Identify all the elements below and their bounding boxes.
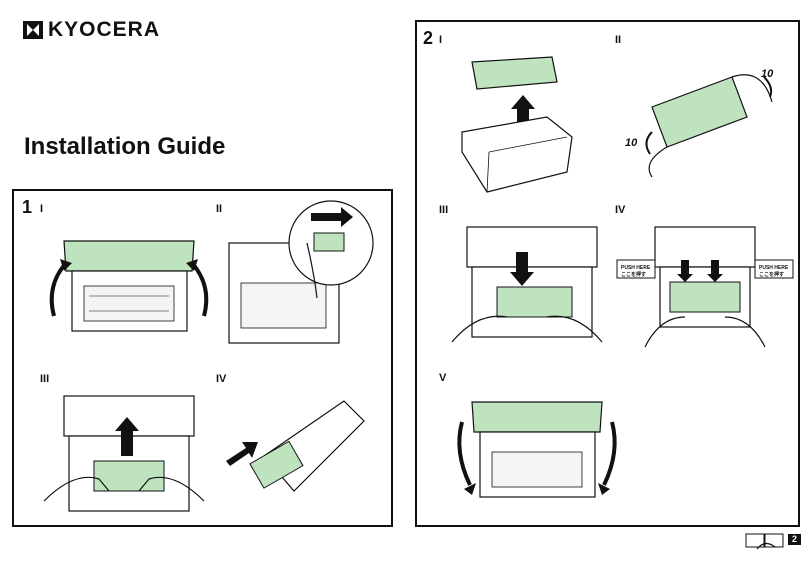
- remove-waste-toner-illustration: [43, 395, 205, 512]
- close-cover-illustration: [457, 401, 617, 498]
- step1-sub-1: I: [40, 203, 44, 215]
- toner-unbox-illustration: [461, 56, 573, 193]
- step2-sub-4: IV: [615, 204, 626, 216]
- brand-name: KYOCERA: [48, 18, 161, 41]
- step2-sub-3: III: [439, 204, 449, 216]
- step2-sub-2: II: [615, 34, 622, 46]
- toner-bag-illustration: [226, 400, 365, 492]
- printer-open-cover-illustration: [49, 240, 209, 332]
- page-title: Installation Guide: [24, 133, 226, 160]
- step1-sub-4: IV: [216, 373, 227, 385]
- page-number: 2: [788, 534, 801, 545]
- insert-toner-illustration: [451, 226, 603, 343]
- kyocera-mark-icon: [23, 21, 43, 39]
- page-turn-icon: [745, 533, 784, 550]
- push-here-illustration: [616, 226, 794, 348]
- step1-sub-3: III: [40, 373, 50, 385]
- push-here-right: PUSH HERE: [759, 265, 789, 271]
- brand-logo: KYOCERA: [22, 18, 160, 42]
- push-here-left: PUSH HERE: [621, 265, 651, 271]
- push-here-right-jp: ここを押す: [759, 272, 785, 278]
- step2-sub-1: I: [439, 34, 443, 46]
- step1-panel: 1 I II III IV: [12, 189, 393, 527]
- shake-count-top: 10: [761, 68, 774, 80]
- step2-number: 2: [423, 28, 434, 48]
- step1-sub-2: II: [216, 203, 223, 215]
- release-lever-illustration: [228, 200, 374, 344]
- toner-shake-illustration: [645, 74, 773, 178]
- step1-number: 1: [22, 197, 33, 217]
- step2-panel: 2 I II III IV V 10 10: [415, 20, 800, 527]
- step2-sub-5: V: [439, 372, 447, 384]
- push-here-left-jp: ここを押す: [621, 272, 647, 278]
- shake-count-bottom: 10: [625, 137, 638, 149]
